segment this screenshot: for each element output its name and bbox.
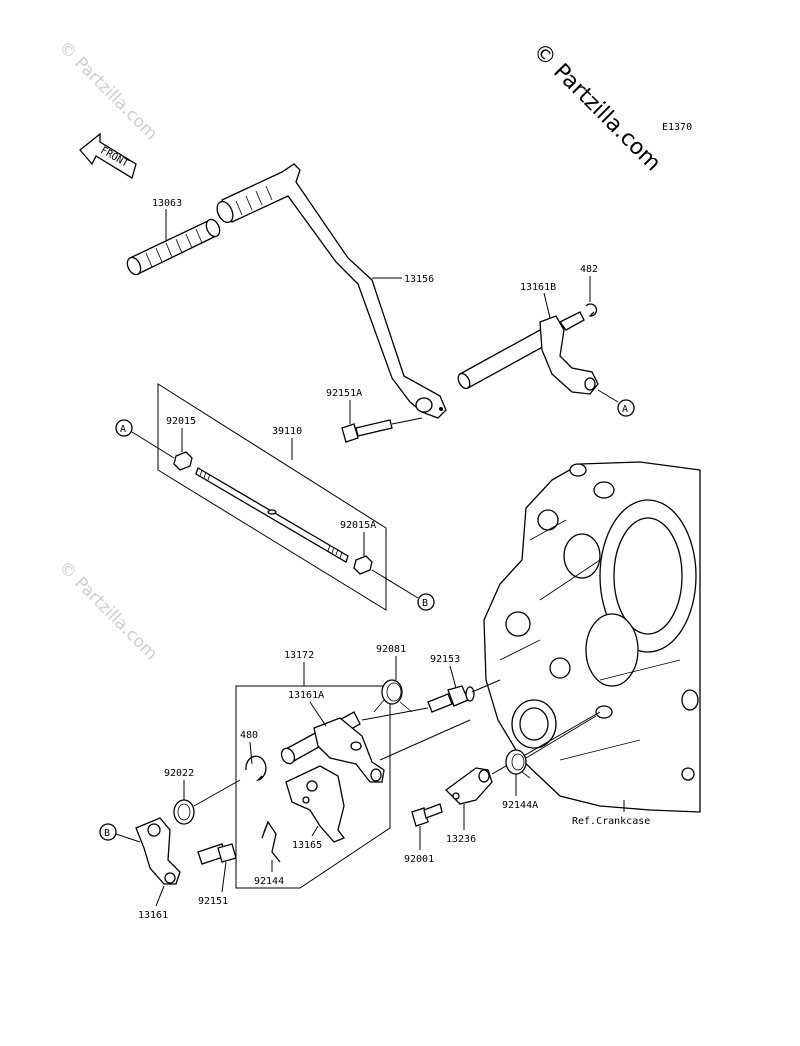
circlip-482 <box>585 303 598 317</box>
callout-b-right-label: B <box>422 598 428 609</box>
shift-shaft-group-box <box>235 685 391 889</box>
label-92081: 92081 <box>376 644 406 655</box>
label-13161a: 13161A <box>288 690 324 701</box>
callout-a-right-label: A <box>622 404 628 415</box>
label-13172: 13172 <box>284 650 314 661</box>
tie-rod <box>195 467 349 563</box>
crankcase-reference <box>483 461 701 813</box>
shift-shaft-13161a <box>280 711 385 783</box>
diagram-code: E1370 <box>662 122 692 133</box>
shift-mechanism-arm <box>285 765 346 843</box>
bolt-92153 <box>427 685 475 713</box>
shift-lever-13161 <box>135 817 181 885</box>
callout-a-right <box>617 399 635 417</box>
tie-rod-group-box <box>157 383 387 611</box>
label-39110: 39110 <box>272 426 302 437</box>
watermark-main: © Partzilla.com <box>528 39 666 177</box>
nut-92015 <box>173 451 193 471</box>
label-92153: 92153 <box>430 654 460 665</box>
callout-b-left <box>99 823 117 841</box>
label-92015: 92015 <box>166 416 196 427</box>
callout-b-left-label: B <box>104 828 110 839</box>
shift-pedal <box>216 163 447 419</box>
label-482: 482 <box>580 264 598 275</box>
oil-seal-92022 <box>173 799 195 825</box>
label-13161b: 13161B <box>520 282 556 293</box>
pedal-bolt <box>341 419 393 443</box>
callout-b-right <box>417 593 435 611</box>
spring-92081 <box>373 679 413 713</box>
label-13161: 13161 <box>138 910 168 921</box>
label-92151a: 92151A <box>326 388 362 399</box>
label-13165: 13165 <box>292 840 322 851</box>
label-92144: 92144 <box>254 876 284 887</box>
shift-shaft-13161b <box>457 311 599 395</box>
label-92022: 92022 <box>164 768 194 779</box>
stopper-13236 <box>445 767 493 805</box>
nut-92015a <box>353 555 373 575</box>
label-92144a: 92144A <box>502 800 538 811</box>
label-92015a: 92015A <box>340 520 376 531</box>
bolt-92151 <box>197 843 237 865</box>
watermark-top-left: © Partzilla.com <box>54 37 161 144</box>
watermark-middle-left: © Partzilla.com <box>54 557 161 664</box>
shift-pedal-rubber <box>126 218 221 276</box>
spring-92144 <box>261 820 281 863</box>
front-arrow-icon: FRONT <box>79 132 137 180</box>
callout-a-left <box>115 419 133 437</box>
label-13156: 13156 <box>404 274 434 285</box>
callout-a-left-label: A <box>120 424 126 435</box>
circlip-480 <box>245 755 267 782</box>
label-480: 480 <box>240 730 258 741</box>
label-13236: 13236 <box>446 834 476 845</box>
bolt-92001 <box>411 803 443 827</box>
ref-crankcase-label: Ref.Crankcase <box>572 816 650 827</box>
label-92151: 92151 <box>198 896 228 907</box>
label-13063: 13063 <box>152 198 182 209</box>
label-92001: 92001 <box>404 854 434 865</box>
